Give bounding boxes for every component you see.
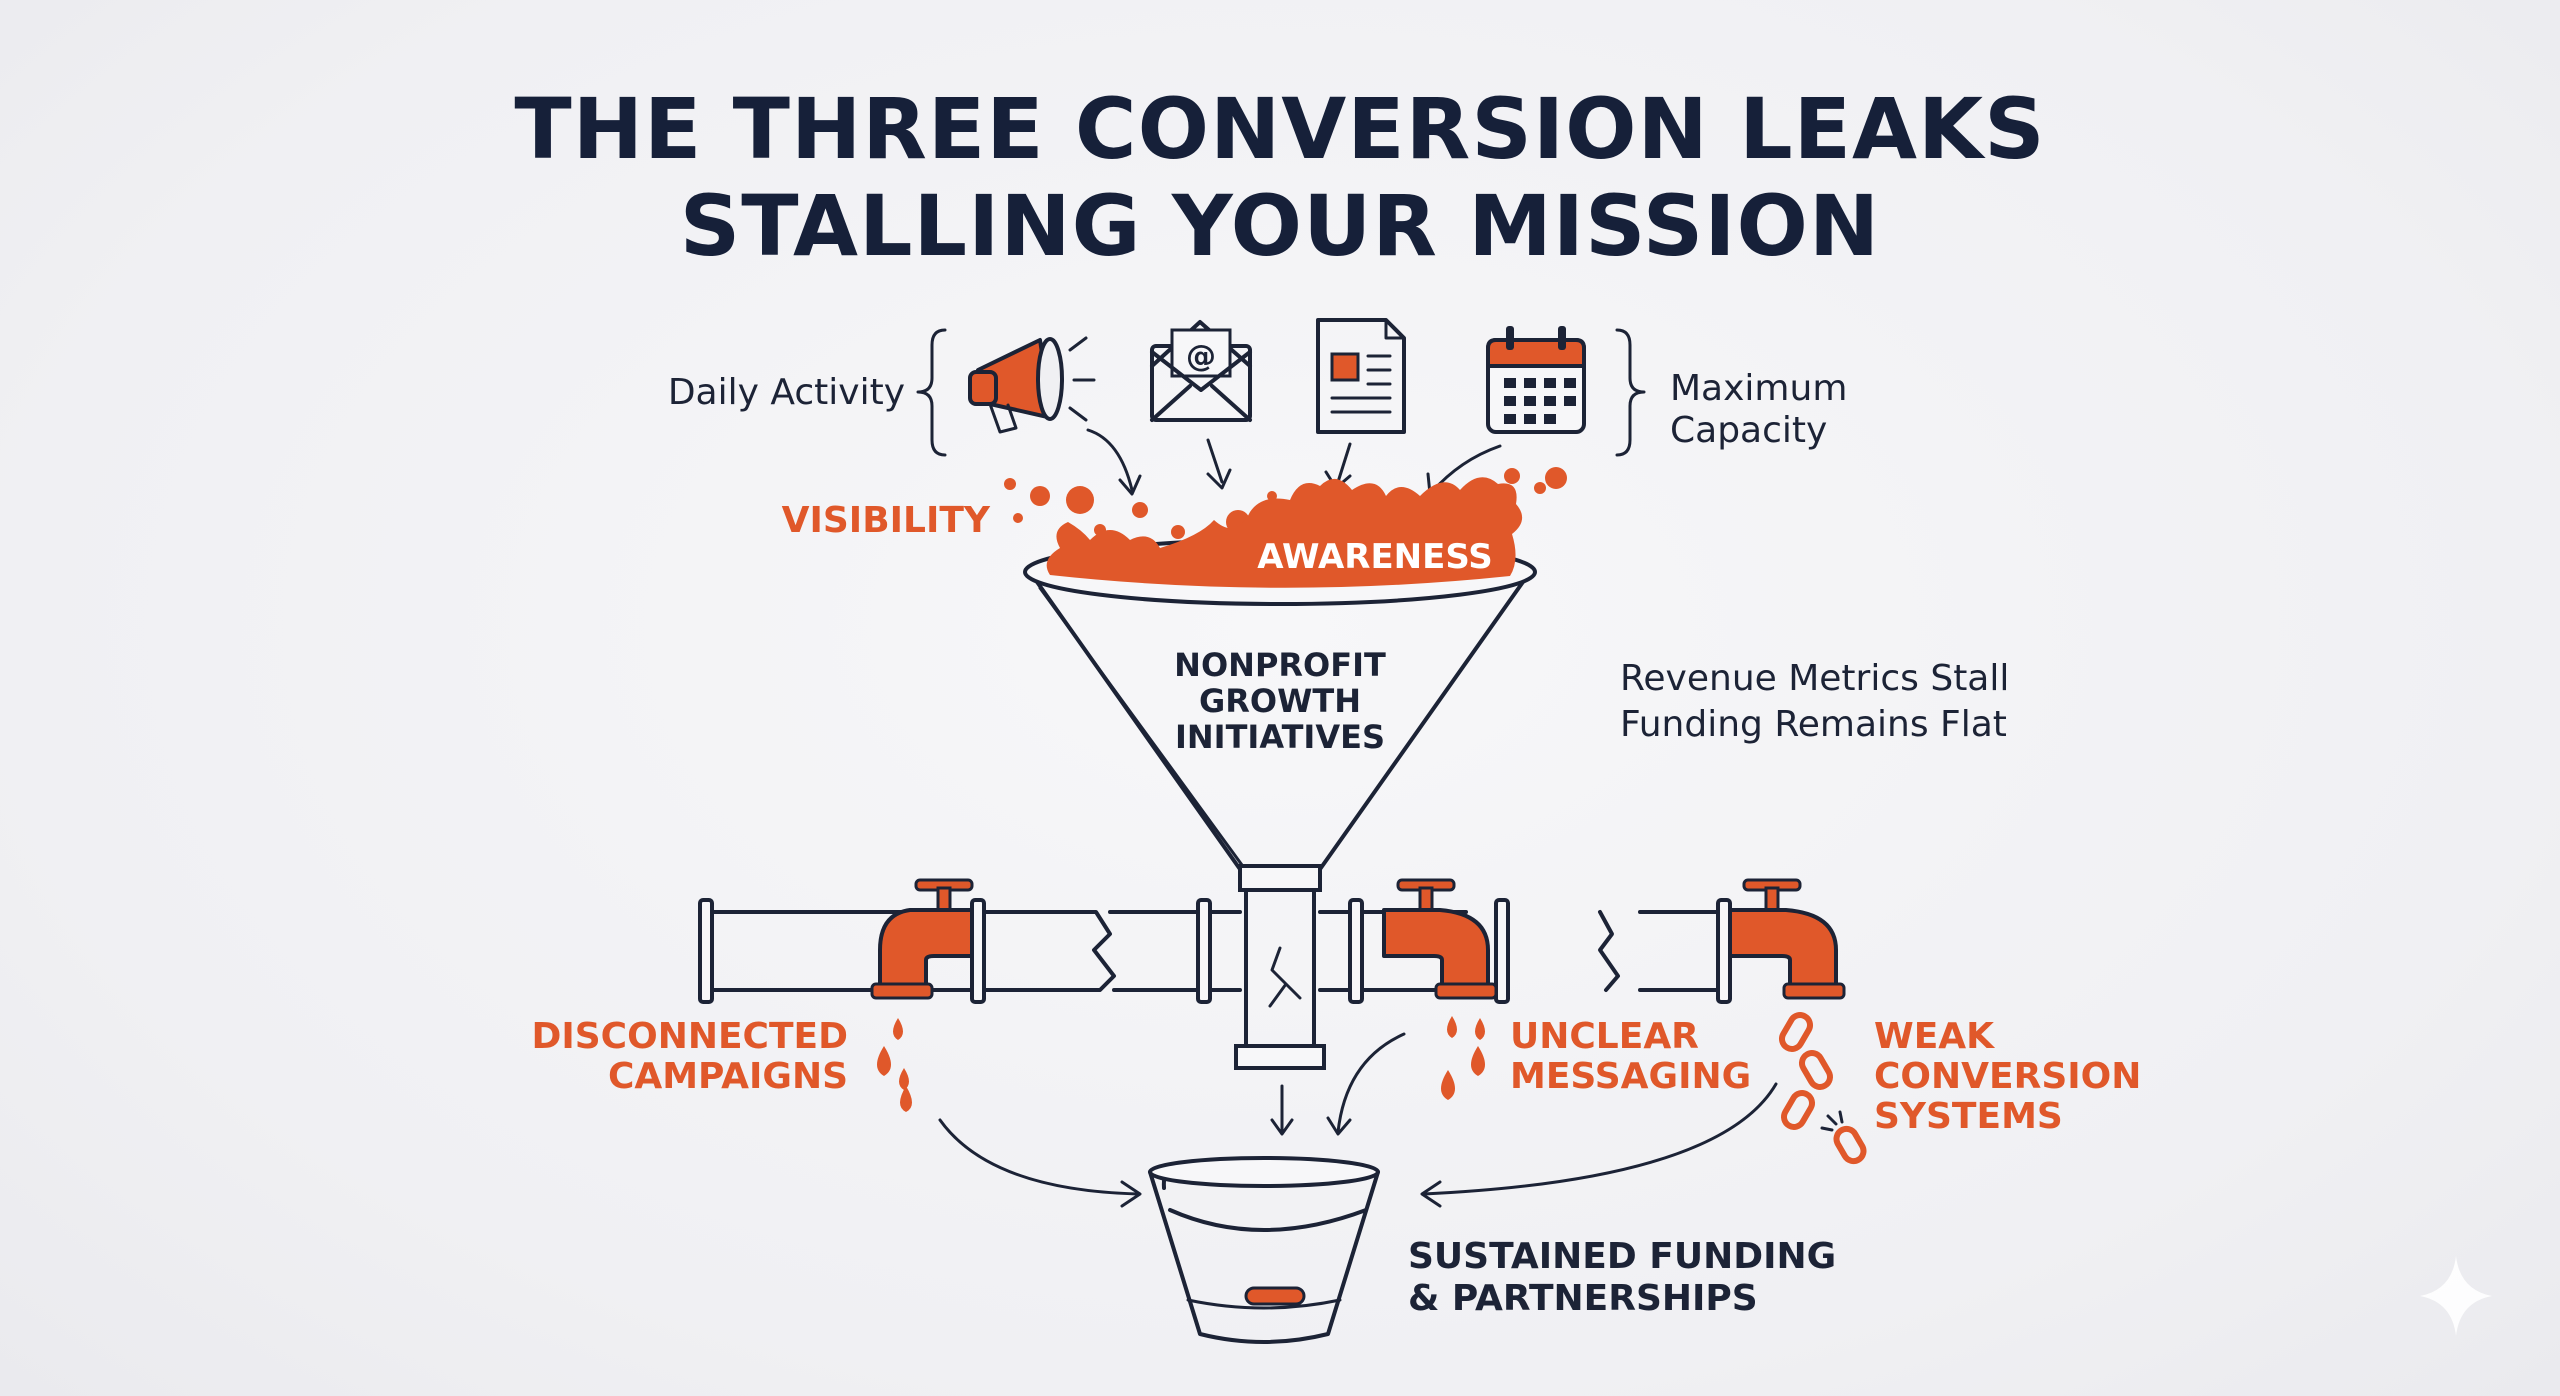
megaphone-icon <box>968 336 1096 434</box>
daily-activity-label: Daily Activity <box>668 372 905 413</box>
email-icon: @ <box>1150 320 1252 422</box>
bucket-label-1: SUSTAINED FUNDING <box>1408 1236 1836 1277</box>
faucet-left <box>870 878 974 1000</box>
side-note-line-2: Funding Remains Flat <box>1620 704 2007 745</box>
side-note-line-1: Revenue Metrics Stall <box>1620 658 2009 699</box>
faucet-right <box>1728 878 1846 1000</box>
leak-2-line-1: UNCLEAR <box>1510 1016 1699 1057</box>
leak-1-line-2: CAMPAIGNS <box>608 1056 848 1097</box>
drops-left <box>877 1018 912 1112</box>
sparkle-icon <box>2420 1256 2492 1336</box>
funnel-label-1: NONPROFIT <box>1174 646 1386 684</box>
faucet-middle <box>1382 878 1498 1000</box>
maximum-capacity-label-2: Capacity <box>1670 410 1827 451</box>
calendar-icon <box>1486 326 1586 434</box>
leak-3-line-2: CONVERSION <box>1874 1056 2141 1097</box>
title-line-2: STALLING YOUR MISSION <box>680 177 1881 275</box>
bucket-arrows <box>938 1032 1778 1208</box>
funnel-label-3: INITIATIVES <box>1175 718 1385 756</box>
leak-1-line-1: DISCONNECTED <box>531 1016 848 1057</box>
awareness-liquid <box>1046 477 1523 588</box>
svg-text:@: @ <box>1186 339 1216 374</box>
right-bracket <box>1615 328 1646 457</box>
leak-3-line-1: WEAK <box>1874 1016 1995 1057</box>
funnel-label-2: GROWTH <box>1199 682 1361 720</box>
title-line-1: THE THREE CONVERSION LEAKS <box>514 80 2045 178</box>
leak-3-line-3: SYSTEMS <box>1874 1096 2063 1137</box>
visibility-label: VISIBILITY <box>782 500 991 541</box>
bucket <box>1148 1156 1380 1344</box>
maximum-capacity-label-1: Maximum <box>1670 368 1847 409</box>
awareness-label: AWARENESS <box>1257 537 1493 577</box>
bucket-label-2: & PARTNERSHIPS <box>1408 1278 1758 1319</box>
leak-2-line-2: MESSAGING <box>1510 1056 1751 1097</box>
left-bracket <box>916 328 947 457</box>
broken-chain-icon <box>1779 1012 1867 1165</box>
drops-middle <box>1441 1016 1485 1100</box>
document-icon <box>1316 318 1406 434</box>
